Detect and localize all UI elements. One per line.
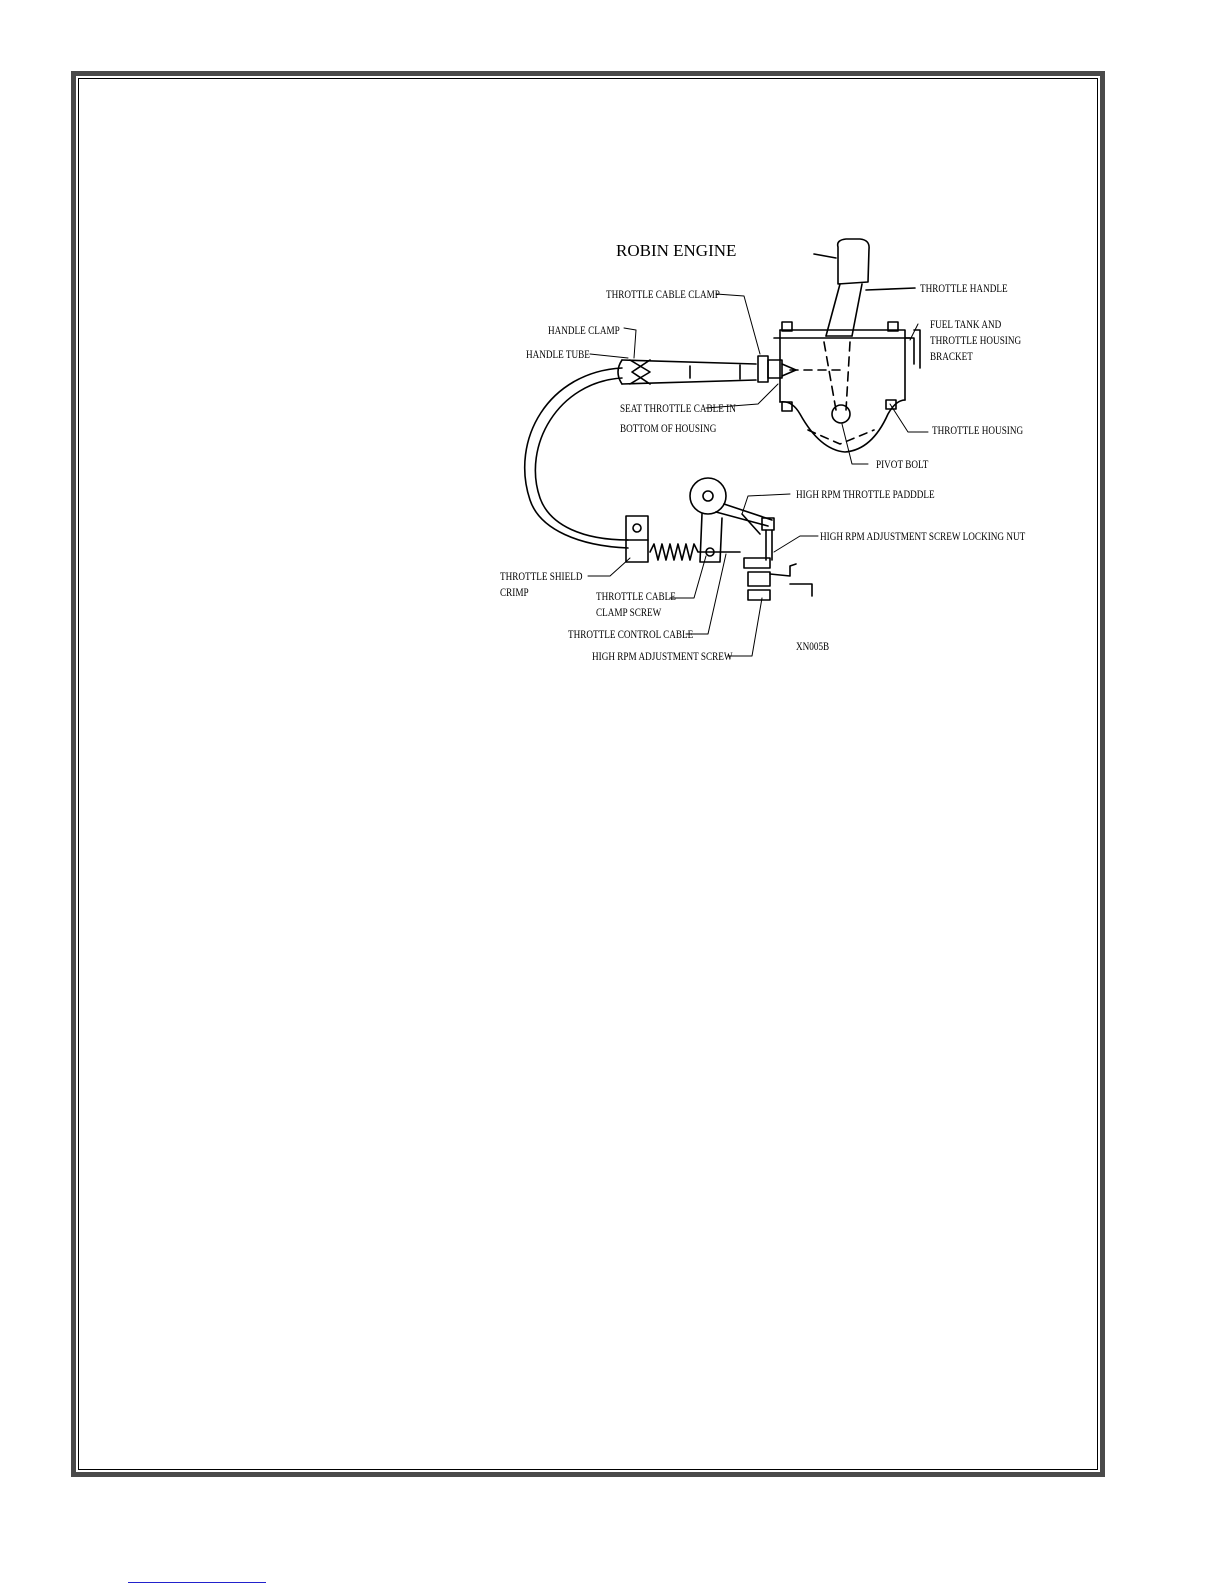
throttle-handle-drawing: [813, 238, 916, 337]
throttle-control-cable-drawing: [523, 367, 629, 549]
figure-id: XN005B: [796, 641, 829, 653]
label-throttle-housing: THROTTLE HOUSING: [932, 425, 1024, 437]
label-fuel-tank-1: FUEL TANK AND: [930, 319, 1002, 331]
high-rpm-adjustment-screw-drawing: [743, 517, 813, 601]
label-shield-crimp-2: CRIMP: [500, 587, 529, 599]
label-clamp-screw-2: CLAMP SCREW: [596, 607, 661, 619]
label-throttle-cable-clamp: THROTTLE CABLE CLAMP: [606, 289, 720, 301]
label-fuel-tank-2: THROTTLE HOUSING: [930, 335, 1022, 347]
label-clamp-screw-1: THROTTLE CABLE: [596, 591, 676, 603]
label-control-cable: THROTTLE CONTROL CABLE: [568, 629, 693, 641]
label-throttle-handle: THROTTLE HANDLE: [920, 283, 1008, 295]
spring-drawing: [649, 543, 741, 561]
throttle-shield-crimp-drawing: [625, 515, 649, 563]
label-high-rpm-paddle: HIGH RPM THROTTLE PADDDLE: [796, 489, 935, 501]
label-fuel-tank-3: BRACKET: [930, 351, 973, 363]
footer-underline: [128, 1582, 266, 1583]
throttle-cable-clamp-drawing: [757, 355, 797, 383]
throttle-housing-drawing: [773, 321, 921, 453]
high-rpm-throttle-paddle-drawing: [689, 477, 773, 563]
label-handle-tube: HANDLE TUBE: [526, 349, 590, 361]
page-border-inner: [78, 78, 1098, 1470]
label-adjustment-screw: HIGH RPM ADJUSTMENT SCREW: [592, 651, 733, 663]
page-border-outer: [71, 71, 1105, 1477]
label-pivot-bolt: PIVOT BOLT: [876, 459, 929, 471]
leader-lines: [587, 293, 929, 657]
diagram-title: ROBIN ENGINE: [616, 241, 736, 260]
label-seat-cable-2: BOTTOM OF HOUSING: [620, 423, 717, 435]
label-locking-nut: HIGH RPM ADJUSTMENT SCREW LOCKING NUT: [820, 531, 1026, 543]
label-shield-crimp-1: THROTTLE SHIELD: [500, 571, 583, 583]
handle-tube-drawing: [617, 359, 757, 385]
label-handle-clamp: HANDLE CLAMP: [548, 325, 620, 337]
label-seat-cable-1: SEAT THROTTLE CABLE IN: [620, 403, 736, 415]
